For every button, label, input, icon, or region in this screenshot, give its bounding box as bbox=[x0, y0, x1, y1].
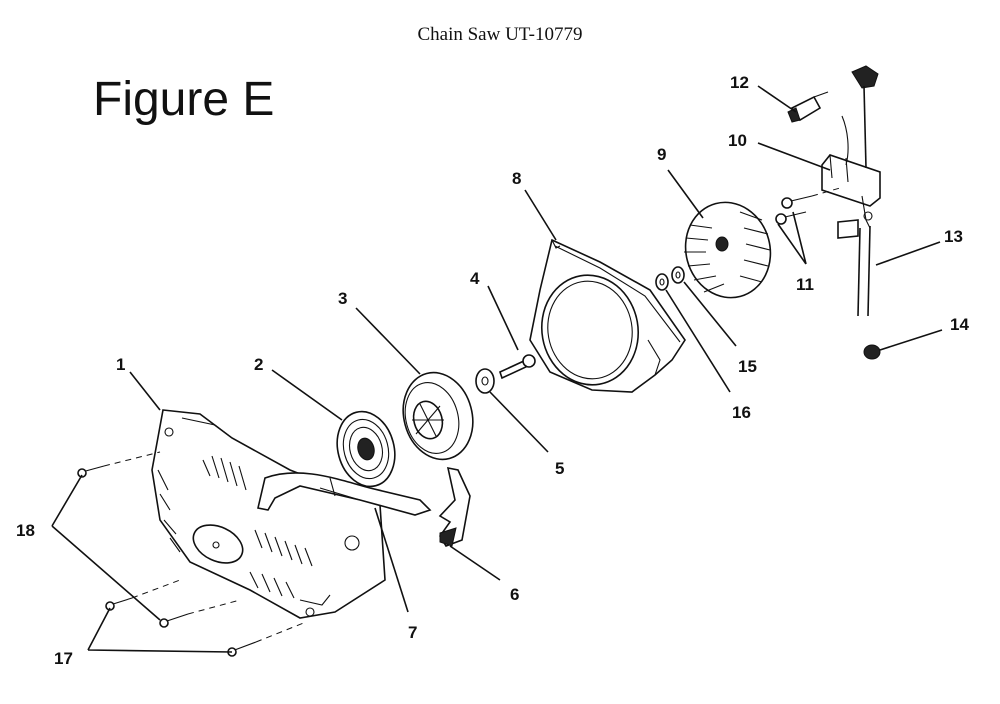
bracket-part bbox=[257, 472, 432, 516]
callout-18: 18 bbox=[16, 521, 35, 540]
spark-plug-part bbox=[787, 91, 829, 123]
callout-6: 6 bbox=[510, 585, 519, 604]
callout-10: 10 bbox=[728, 131, 747, 150]
assembly-lines bbox=[103, 187, 841, 643]
starter-housing-part bbox=[151, 409, 386, 619]
callout-8: 8 bbox=[512, 169, 521, 188]
housing-screws-part bbox=[77, 465, 257, 657]
ignition-module-part bbox=[821, 154, 881, 229]
fan-housing-part bbox=[529, 238, 686, 393]
bolt-part bbox=[499, 354, 536, 380]
callout-4: 4 bbox=[470, 269, 480, 288]
starter-handle-part bbox=[438, 466, 471, 547]
recoil-spring-part bbox=[336, 410, 396, 488]
leader-lines bbox=[51, 85, 943, 653]
callout-17: 17 bbox=[54, 649, 73, 668]
callout-5: 5 bbox=[555, 459, 564, 478]
callout-12: 12 bbox=[730, 73, 749, 92]
lock-washer-part bbox=[671, 266, 685, 284]
callout-numbers: 1 2 3 4 5 6 7 8 9 10 11 12 13 14 15 16 1… bbox=[16, 73, 969, 668]
callout-7: 7 bbox=[408, 623, 417, 642]
flywheel-part bbox=[684, 201, 772, 299]
callout-16: 16 bbox=[732, 403, 751, 422]
callout-15: 15 bbox=[738, 357, 757, 376]
module-screws-part bbox=[775, 195, 813, 225]
ht-lead-part bbox=[837, 65, 879, 317]
callout-2: 2 bbox=[254, 355, 263, 374]
hex-nut-part bbox=[863, 344, 881, 360]
callout-13: 13 bbox=[944, 227, 963, 246]
washer-part bbox=[475, 368, 495, 394]
nut-part bbox=[655, 273, 669, 291]
callout-14: 14 bbox=[950, 315, 969, 334]
figure-label: Figure E bbox=[93, 73, 275, 126]
callout-9: 9 bbox=[657, 145, 666, 164]
rope-pulley-part bbox=[402, 371, 474, 461]
callout-11: 11 bbox=[796, 275, 814, 294]
callout-3: 3 bbox=[338, 289, 347, 308]
page-title: Chain Saw UT-10779 bbox=[417, 24, 583, 45]
callout-1: 1 bbox=[116, 355, 125, 374]
